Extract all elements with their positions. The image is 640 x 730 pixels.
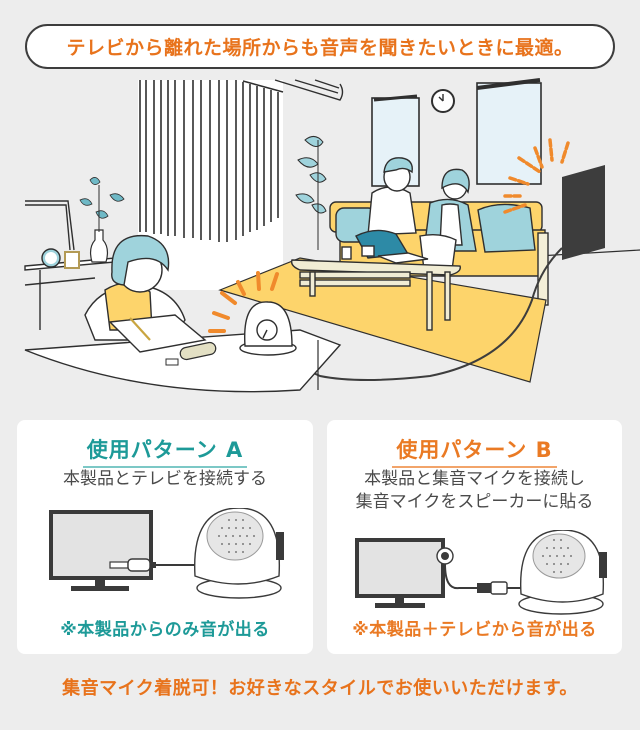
pattern-a-diagram — [49, 508, 284, 599]
cable-icon — [444, 563, 477, 590]
pattern-a-note: ※本製品からのみ音が出る — [60, 620, 270, 640]
eraser-icon — [165, 358, 179, 366]
plant-icon — [295, 136, 327, 250]
pattern-b-card: 使用パターン B 本製品と集音マイクを接続し 集音マイクをスピーカーに貼る — [327, 420, 622, 654]
tv-icon — [562, 165, 605, 260]
audio-connector-icon — [477, 581, 523, 595]
pattern-b-title: 使用パターン B — [327, 434, 622, 468]
pattern-a-description: 本製品とテレビを接続する — [63, 469, 267, 489]
pattern-b-note: ※本製品＋テレビから音が出る — [352, 620, 597, 640]
coffee-table-icon — [290, 245, 461, 331]
desk-speaker-icon — [239, 301, 297, 356]
speaker-icon — [194, 508, 284, 599]
sound-waves-icon — [503, 138, 570, 214]
pattern-b-diagram — [355, 530, 607, 615]
pattern-b-description: 本製品と集音マイクを接続し 集音マイクをスピーカーに貼る — [355, 469, 594, 512]
footer-message: 集音マイク着脱可！お好きなスタイルでお使いいただけます。 — [62, 678, 578, 699]
sound-waves-icon — [208, 271, 279, 333]
girl-figure-icon — [84, 234, 207, 353]
tv-icon — [49, 510, 153, 591]
pattern-a-card: 使用パターン A 本製品とテレビを接続する — [17, 420, 313, 654]
pencil-case-icon — [179, 341, 217, 361]
air-conditioner-icon — [274, 79, 344, 101]
speaker-icon — [518, 530, 607, 615]
tv-icon — [355, 538, 445, 608]
table-clock-icon — [41, 248, 61, 268]
headline-banner: テレビから離れた場所からも音声を聞きたいときに最適。 — [25, 24, 615, 69]
living-room-illustration — [24, 78, 640, 393]
window-icon — [476, 78, 542, 185]
vase-plant-icon — [79, 177, 125, 263]
audio-plug-icon — [109, 558, 156, 572]
photo-frame-icon — [64, 251, 80, 269]
wall-clock-icon — [431, 89, 455, 113]
woman-figure-icon — [419, 168, 477, 271]
pattern-a-title: 使用パターン A — [17, 434, 313, 468]
headline-text: テレビから離れた場所からも音声を聞きたいときに最適。 — [66, 37, 574, 59]
rug-icon — [218, 257, 547, 383]
microphone-icon — [436, 547, 454, 565]
